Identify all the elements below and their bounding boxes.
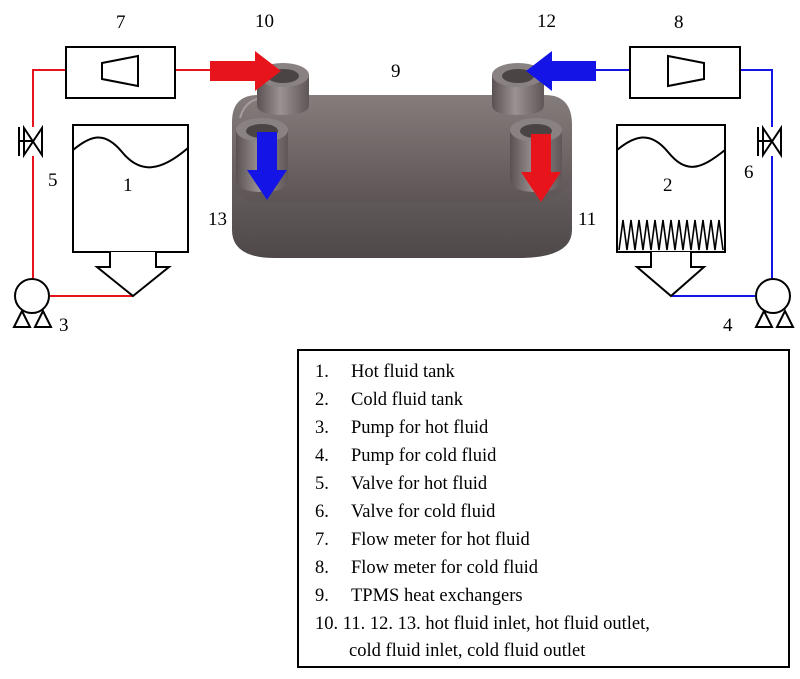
legend-item: 5. Valve for hot fluid [315,473,487,495]
label-3: 3 [59,315,69,336]
label-13: 13 [208,209,227,230]
cold-piping [596,69,773,297]
legend-num: 8. [315,558,329,578]
cold-inlet-arrow-icon [526,51,596,91]
legend-num: 6. [315,502,329,522]
legend-text: Valve for cold fluid [351,502,496,522]
legend-text: Flow meter for hot fluid [351,530,530,550]
legend-text: Valve for hot fluid [351,474,488,494]
cold-pump-icon [754,278,795,328]
hot-valve-icon [18,124,43,159]
legend-item: 6. Valve for cold fluid [315,501,495,523]
legend-item: 1. Hot fluid tank [315,361,455,383]
legend-num: 2. [315,390,329,410]
label-1: 1 [123,175,133,196]
legend-text: Hot fluid tank [351,362,455,382]
label-2: 2 [663,175,673,196]
legend-num: 4. [315,446,329,466]
legend-num: 5. [315,474,329,494]
label-5: 5 [48,170,58,191]
legend-text: Pump for hot fluid [351,418,489,438]
legend-item: 9. TPMS heat exchangers [315,585,523,607]
tpms-heat-exchanger [232,63,572,258]
hot-fluid-tank [72,124,189,298]
cold-flow-meter [629,46,741,99]
legend-item-last-continuation: cold fluid inlet, cold fluid outlet [349,641,586,661]
hot-inlet-arrow-icon [210,51,281,91]
cold-outlet-arrow-icon [247,132,287,200]
legend-num: 7. [315,530,329,550]
cold-fluid-tank [616,124,726,298]
legend-text: TPMS heat exchangers [351,586,523,606]
label-7: 7 [116,12,126,33]
legend-item: 8. Flow meter for cold fluid [315,557,538,579]
legend-item: 4. Pump for cold fluid [315,445,496,467]
legend-item-last: 10. 11. 12. 13. hot fluid inlet, hot flu… [315,614,650,634]
legend-num: 9. [315,586,329,606]
legend: 1. Hot fluid tank 2. Cold fluid tank 3. Pum… [297,349,790,668]
label-4: 4 [723,315,733,336]
hot-piping [32,69,210,297]
label-10: 10 [255,11,274,32]
hot-pump-icon [12,278,53,328]
hot-outlet-arrow-icon [521,134,561,202]
label-8: 8 [674,12,684,33]
legend-text: Flow meter for cold fluid [351,558,539,578]
legend-item: 3. Pump for hot fluid [315,417,488,439]
label-6: 6 [744,162,754,183]
cold-valve-icon [757,124,782,159]
label-12: 12 [537,11,556,32]
legend-text: Cold fluid tank [351,390,464,410]
port-hot-inlet [257,63,309,115]
label-11: 11 [578,209,596,230]
legend-num: 1. [315,362,329,382]
legend-item: 7. Flow meter for hot fluid [315,529,530,551]
legend-item: 2. Cold fluid tank [315,389,463,411]
label-9: 9 [391,61,401,82]
legend-num: 3. [315,418,329,438]
legend-text: Pump for cold fluid [351,446,497,466]
hot-flow-meter [65,46,176,99]
